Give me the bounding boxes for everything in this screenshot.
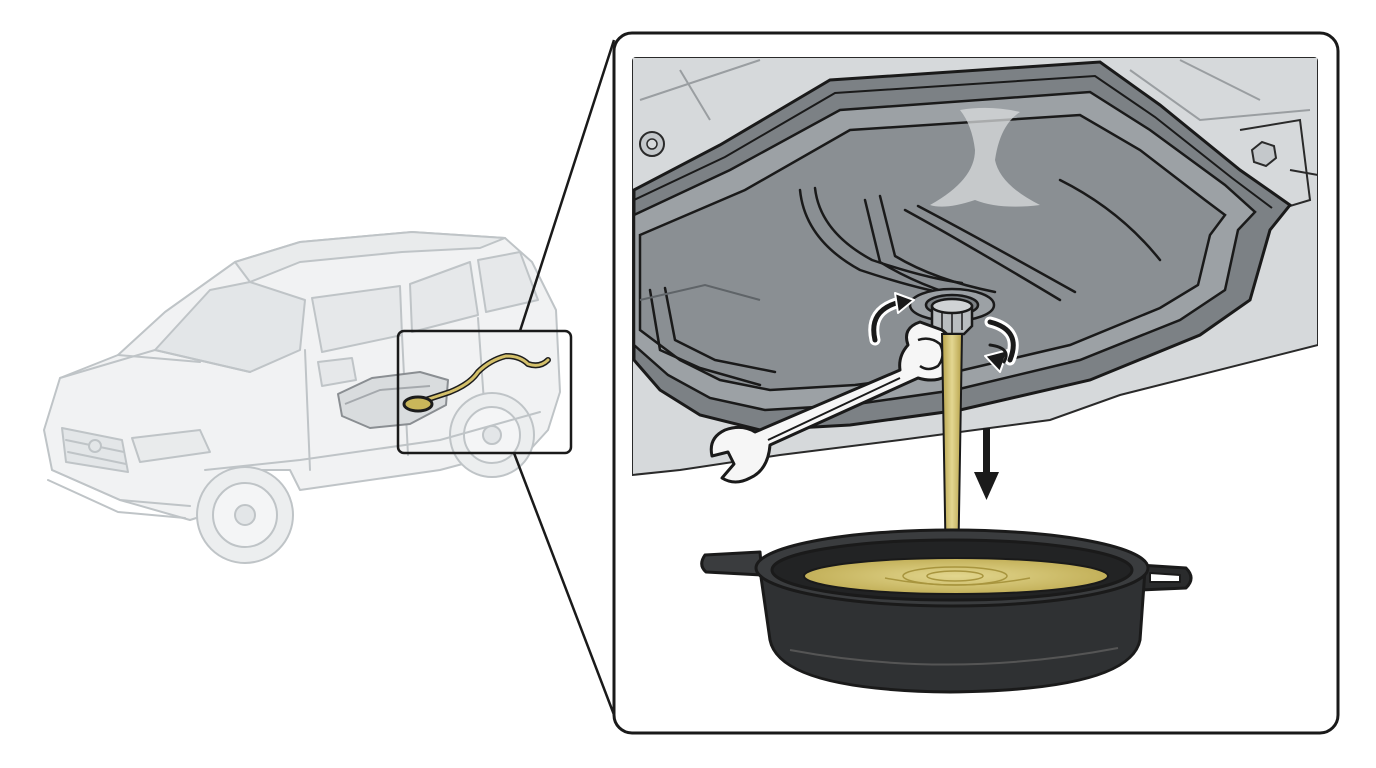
oil-pool — [803, 557, 1109, 595]
vehicle-headlight — [131, 429, 211, 463]
suv-cutaway-icon — [43, 231, 561, 564]
vehicle-roof — [234, 231, 506, 283]
detail-source-box — [396, 329, 573, 455]
vehicle-window-back — [477, 251, 539, 313]
rotate-arrows-icon — [868, 292, 1019, 373]
underbody-bolt-right — [1250, 140, 1278, 168]
detail-scene — [632, 57, 1318, 717]
oil-drain-pan-icon — [700, 528, 1193, 694]
callout-connector — [512, 39, 618, 721]
down-arrow-icon — [974, 428, 999, 500]
oil-pan-highlight-icon — [402, 353, 551, 413]
drain-plug — [908, 287, 996, 336]
oil-pan-bowl — [638, 113, 1227, 392]
vehicle-mirror — [317, 357, 357, 387]
vehicle-oil-pan-ghost — [337, 371, 449, 429]
vehicle-window-rear — [409, 261, 479, 333]
